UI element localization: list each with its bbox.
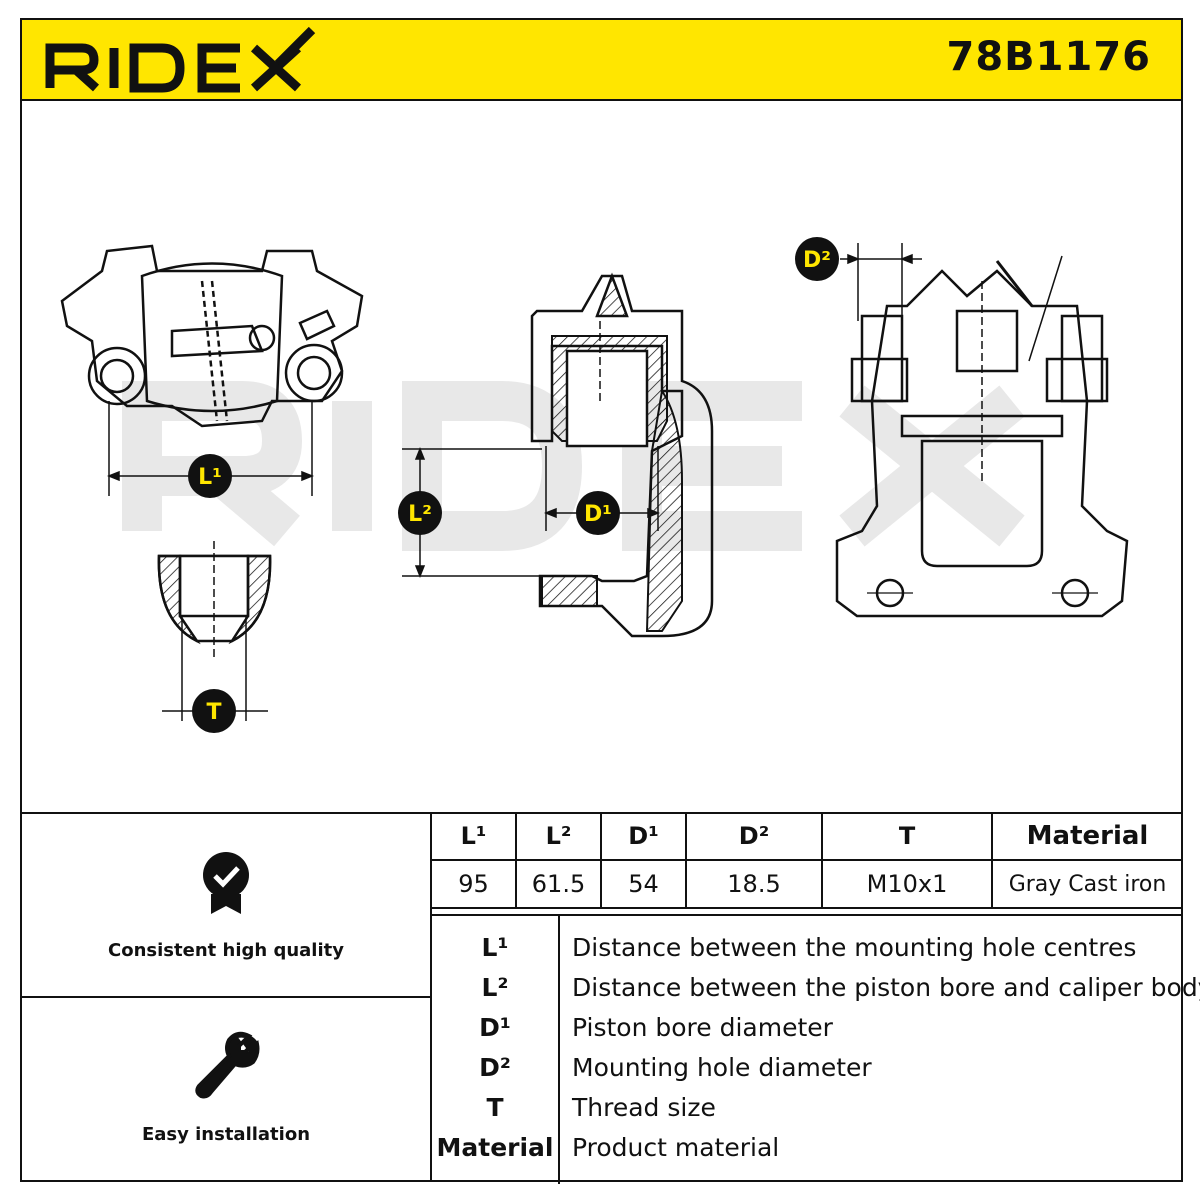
brand-logo <box>45 26 316 93</box>
spec-header-cell: L¹ <box>430 813 517 861</box>
spec-header-cell: D² <box>685 813 823 861</box>
spec-value-cell: 54 <box>600 859 687 909</box>
legend-row: D¹ Piston bore diameter <box>432 1008 1181 1048</box>
caliper-side-view <box>835 255 1129 618</box>
spec-value-cell: Gray Cast iron <box>991 859 1182 909</box>
spec-value-row: 95 61.5 54 18.5 M10x1 Gray Cast iron <box>430 859 1182 909</box>
dimension-d2-badge: D² <box>795 237 839 281</box>
legend-key: L² <box>481 973 509 1002</box>
legend-row: D² Mounting hole diameter <box>432 1048 1181 1088</box>
legend-row: L² Distance between the piston bore and … <box>432 968 1200 1008</box>
caliper-technical-drawing: L¹ T L² <box>60 237 1129 733</box>
spec-table: L¹ L² D¹ D² T Material 95 61.5 54 18.5 M… <box>430 813 1182 909</box>
legend-key: T <box>486 1093 504 1122</box>
legend-desc: Distance between the piston bore and cal… <box>572 973 1200 1002</box>
legend-key: D¹ <box>479 1013 511 1042</box>
spec-header-row: L¹ L² D¹ D² T Material <box>430 813 1182 861</box>
label-d2: D² <box>803 248 831 273</box>
legend-desc: Product material <box>572 1133 780 1162</box>
label-l2: L² <box>408 502 432 527</box>
caliper-section-view <box>530 272 714 638</box>
feature-installation-label: Easy installation <box>141 1124 311 1145</box>
dimension-t-badge: T <box>192 689 236 733</box>
legend-desc: Piston bore diameter <box>572 1013 833 1042</box>
legend-desc: Distance between the mounting hole centr… <box>572 933 1137 962</box>
column-divider <box>430 813 432 1182</box>
spec-value-cell: 95 <box>430 859 517 909</box>
label-l1: L¹ <box>198 465 222 490</box>
legend-desc: Thread size <box>572 1093 716 1122</box>
label-d1: D¹ <box>584 502 612 527</box>
label-t: T <box>206 700 221 725</box>
feature-divider <box>20 996 430 998</box>
spec-header-cell: D¹ <box>600 813 687 861</box>
spec-header-cell: Material <box>991 813 1182 861</box>
dimension-l2 <box>402 446 542 579</box>
legend-row: Material Product material <box>432 1128 1181 1168</box>
quality-badge-icon <box>203 852 249 914</box>
dimension-d2 <box>840 243 922 321</box>
feature-quality-label: Consistent high quality <box>108 940 344 961</box>
legend-separator <box>558 916 560 1184</box>
legend-key: D² <box>479 1053 511 1082</box>
wrench-icon <box>195 1031 260 1099</box>
legend-desc: Mounting hole diameter <box>572 1053 872 1082</box>
thread-section-view <box>157 541 272 721</box>
dimension-l2-badge: L² <box>398 491 442 535</box>
feature-quality: Consistent high quality <box>22 850 430 961</box>
caliper-front-view <box>60 244 364 428</box>
spec-header-cell: L² <box>515 813 602 861</box>
dimension-d1-badge: D¹ <box>576 491 620 535</box>
spec-value-cell: M10x1 <box>821 859 993 909</box>
outer-frame <box>20 18 1183 1182</box>
legend-row: T Thread size <box>432 1088 1181 1128</box>
spec-value-cell: 18.5 <box>685 859 823 909</box>
spec-header-cell: T <box>821 813 993 861</box>
feature-installation: Easy installation <box>22 1030 430 1145</box>
part-number: 78B1176 <box>946 34 1151 80</box>
dimension-legend: L¹ Distance between the mounting hole ce… <box>432 914 1200 1184</box>
legend-key: Material <box>436 1133 554 1162</box>
legend-row: L¹ Distance between the mounting hole ce… <box>432 928 1181 968</box>
spec-value-cell: 61.5 <box>515 859 602 909</box>
header-bar: 78B1176 <box>20 18 1183 101</box>
dimension-l1-badge: L¹ <box>188 454 232 498</box>
legend-key: L¹ <box>481 933 509 962</box>
